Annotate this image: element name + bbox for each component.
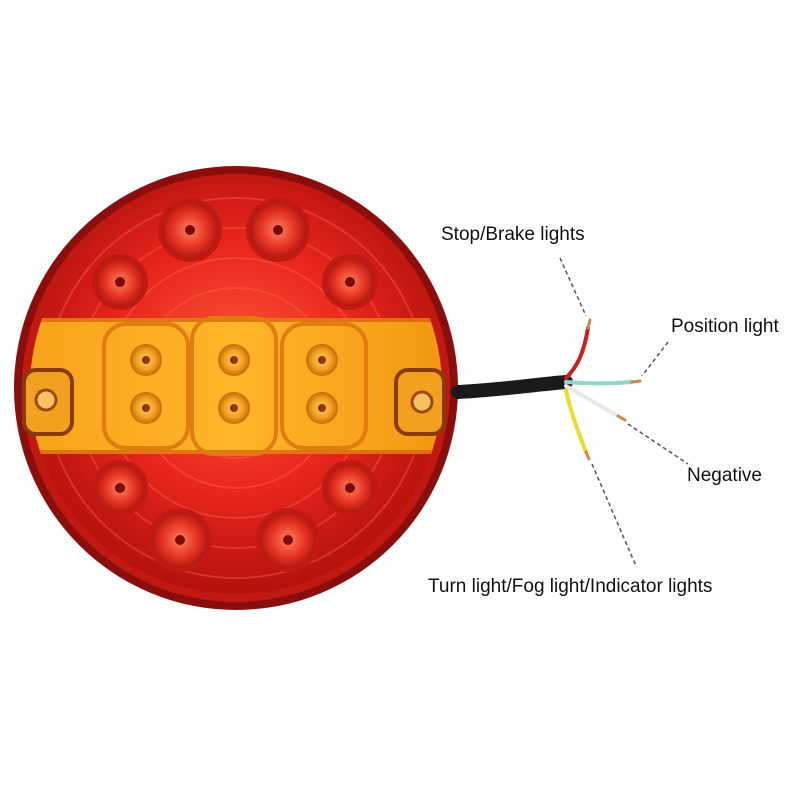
red-led-cluster-top <box>92 198 378 310</box>
label-turn-fog-indicator-lights: Turn light/Fog light/Indicator lights <box>428 576 713 597</box>
yellow-wire <box>564 388 588 454</box>
red-wire <box>564 326 590 380</box>
leader-stop <box>559 257 587 317</box>
wire-tips <box>584 318 642 461</box>
label-position-light: Position light <box>671 316 779 337</box>
black-cable <box>451 375 573 399</box>
mounting-holes <box>22 368 446 436</box>
amber-band <box>30 318 442 454</box>
amber-led-cluster <box>102 316 368 456</box>
green-wire <box>564 380 634 386</box>
label-negative: Negative <box>687 465 762 486</box>
leader-position <box>641 341 669 377</box>
red-led-cluster-bottom <box>92 460 378 572</box>
label-stop-brake-lights: Stop/Brake lights <box>441 224 585 245</box>
wires <box>564 326 634 454</box>
white-wire <box>564 384 620 418</box>
leader-turn <box>591 463 637 567</box>
leader-negative <box>627 423 689 465</box>
leader-lines <box>559 257 689 567</box>
